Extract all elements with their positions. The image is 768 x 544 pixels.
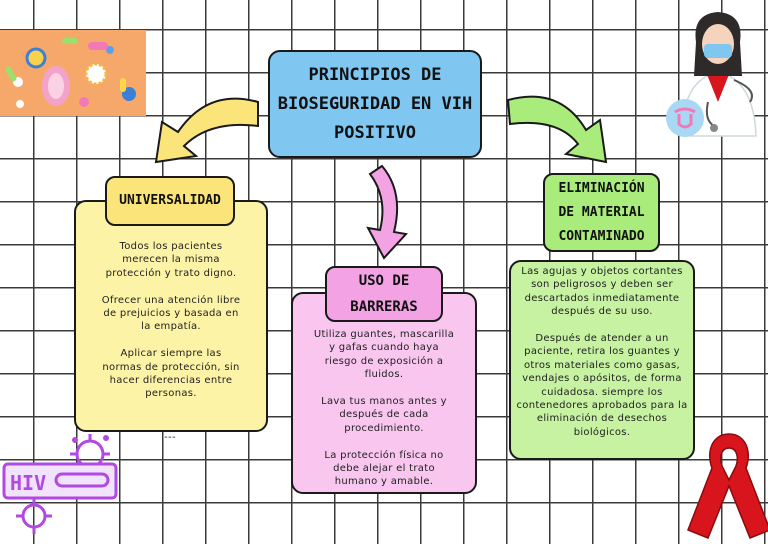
awareness-ribbon-icon [684, 426, 768, 542]
eliminacion-text: Las agujas y objetos cortantes son pelig… [512, 265, 692, 439]
universalidad-heading: UNIVERSALIDAD [105, 176, 235, 226]
bacteria-icon [0, 30, 146, 116]
eliminacion-heading: ELIMINACIÓN DE MATERIAL CONTAMINADO [543, 173, 660, 252]
arrow-right-icon [502, 88, 612, 168]
virus-icon: HIV [0, 432, 120, 542]
barreras-heading: USO DE BARRERAS [325, 266, 443, 322]
page-title: PRINCIPIOS DE BIOSEGURIDAD EN VIH POSITI… [278, 61, 472, 148]
title-box: PRINCIPIOS DE BIOSEGURIDAD EN VIH POSITI… [268, 50, 482, 158]
arrow-left-icon [148, 92, 268, 167]
arrow-down-icon [360, 162, 420, 262]
doctor-icon [668, 2, 768, 137]
universalidad-text: Todos los pacientes merecen la misma pro… [80, 240, 262, 401]
universalidad-footer: --- [150, 431, 190, 444]
hiv-label: HIV [10, 471, 46, 495]
barreras-text: Utiliza guantes, mascarilla y gafas cuan… [296, 328, 472, 489]
